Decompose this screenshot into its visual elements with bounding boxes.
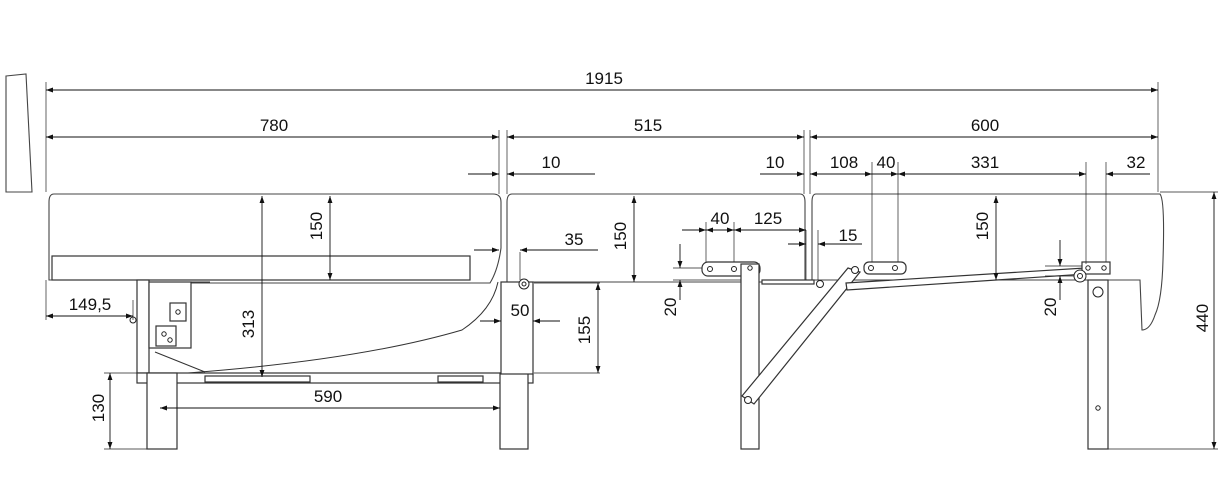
plate-hole [161, 331, 167, 337]
left-frame-post [136, 279, 150, 374]
back-support-leg [1087, 279, 1109, 450]
dim-hole-spacing-mid: 40 [711, 209, 730, 228]
base-rail [136, 372, 534, 384]
bracket-hole [1101, 265, 1107, 271]
dim-bracket-height-back: 20 [1041, 298, 1060, 317]
extension-lines [45, 82, 1218, 450]
bracket-hole [868, 265, 874, 271]
armrest-outline [5, 73, 33, 193]
leg-hole [1095, 405, 1101, 411]
dim-gap-left: 10 [542, 153, 561, 172]
base-pad-right [437, 375, 484, 383]
middle-leg [499, 372, 529, 450]
dim-middle-length: 515 [634, 116, 662, 135]
dim-seat-length: 780 [260, 116, 288, 135]
dim-back-length: 600 [971, 116, 999, 135]
dim-bracket-height-mid: 20 [661, 298, 680, 317]
back-pivot-lower [1092, 286, 1104, 298]
arm-pivot-low [744, 396, 752, 404]
dim-total-height: 440 [1193, 304, 1212, 332]
dim-frame-height: 155 [575, 316, 594, 344]
dim-mid-small: 15 [839, 226, 858, 245]
dim-overall-length: 1915 [585, 69, 623, 88]
seat-board [51, 255, 471, 281]
dim-leg-height: 130 [89, 394, 108, 422]
back-cushion [811, 193, 1165, 331]
bracket-hole [707, 266, 713, 272]
back-pivot-center [1077, 273, 1083, 279]
dim-cushion-height-mid: 150 [611, 222, 630, 250]
dim-offset-back: 108 [830, 153, 858, 172]
dim-mid-offset: 125 [754, 209, 782, 228]
plate-hole [175, 309, 181, 315]
back-bracket [863, 261, 907, 275]
dim-back-span: 331 [971, 153, 999, 172]
bracket-hole [1085, 265, 1091, 271]
bracket-hole [731, 266, 737, 272]
arm-pivot-high [851, 266, 859, 274]
hinge-pivot-center [521, 281, 527, 287]
dim-leg-spacing: 590 [314, 387, 342, 406]
dim-cushion-height-back: 150 [973, 212, 992, 240]
brace-line [154, 351, 206, 373]
dim-base-offset: 149,5 [69, 295, 112, 314]
hinge-block [500, 281, 534, 375]
dimension-lines [46, 87, 1217, 449]
dim-hole-spacing-back: 40 [877, 153, 896, 172]
base-pad-left [204, 375, 311, 383]
back-top-bracket [1081, 261, 1111, 275]
dim-seat-height: 313 [239, 310, 258, 338]
middle-rail [761, 279, 815, 285]
dim-hinge-width: 50 [511, 301, 530, 320]
dim-gap-right: 10 [766, 153, 785, 172]
middle-support-leg [740, 263, 760, 450]
dim-cushion-height-left: 150 [307, 212, 326, 240]
dimension-labels: 1915 780 515 600 10 10 108 40 331 32 40 … [69, 69, 1212, 422]
mechanism-plate-small [155, 325, 177, 347]
seat-curve [187, 281, 499, 374]
left-leg [146, 372, 178, 450]
dim-hinge-offset: 35 [565, 230, 584, 249]
sofa-geometry [5, 73, 1165, 450]
dim-back-end: 32 [1127, 153, 1146, 172]
rail-pivot [816, 280, 824, 288]
leg-hole [747, 265, 753, 271]
plate-hole [167, 337, 173, 343]
folding-arm [741, 267, 862, 405]
bracket-hole [892, 265, 898, 271]
